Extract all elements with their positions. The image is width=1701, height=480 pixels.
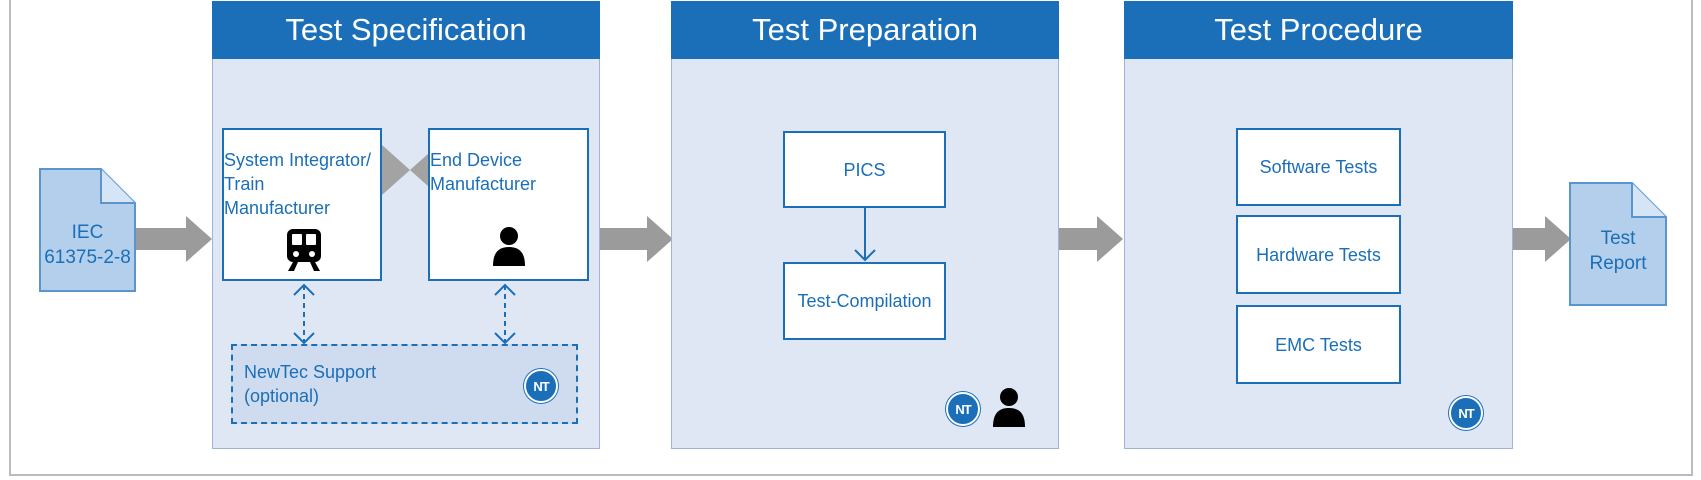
pics-to-compilation-arrow xyxy=(854,208,876,262)
arrow-input-to-spec xyxy=(136,216,212,262)
support-links xyxy=(293,283,516,345)
iec-standard-document: IEC 61375-2-8 xyxy=(39,168,136,292)
newtec-logo-icon: NT xyxy=(524,369,558,403)
emc-tests-box: EMC Tests xyxy=(1236,305,1401,384)
arrow-spec-to-prep xyxy=(599,216,673,262)
integrator-line3: Manufacturer xyxy=(224,198,331,218)
doc-label-line2: Report xyxy=(1589,253,1647,274)
panel-title: Test Preparation xyxy=(671,1,1059,59)
support-line2: (optional) xyxy=(244,386,320,406)
software-tests-box: Software Tests xyxy=(1236,128,1401,206)
pics-box: PICS xyxy=(783,131,946,208)
diagram-frame xyxy=(9,0,1693,476)
document-icon xyxy=(1569,182,1667,306)
person-icon xyxy=(993,388,1025,427)
newtec-support-box: NewTec Support (optional) xyxy=(231,344,578,424)
integrator-line1: System Integrator/ xyxy=(224,150,372,170)
end-device-line2: Manufacturer xyxy=(430,174,537,194)
end-device-line1: End Device xyxy=(430,150,523,170)
person-icon xyxy=(493,227,525,266)
panel-title: Test Procedure xyxy=(1124,1,1513,59)
hardware-tests-box: Hardware Tests xyxy=(1236,215,1401,294)
newtec-logo-icon: NT xyxy=(946,392,980,426)
system-integrator-box: System Integrator/ Train Manufacturer xyxy=(222,128,382,281)
support-line1: NewTec Support xyxy=(244,362,377,382)
test-report-document: Test Report xyxy=(1569,182,1667,306)
arrow-prep-to-proc xyxy=(1059,216,1123,262)
arrow-proc-to-report xyxy=(1513,216,1571,262)
collaboration-connector xyxy=(382,145,438,195)
doc-label-line1: Test xyxy=(1600,228,1636,249)
doc-label-line2: 61375-2-8 xyxy=(44,247,131,268)
doc-label-line1: IEC xyxy=(71,222,104,243)
end-device-manufacturer-box: End Device Manufacturer xyxy=(428,128,589,281)
integrator-line2: Train xyxy=(224,174,265,194)
panel-title: Test Specification xyxy=(212,1,600,59)
test-compilation-box: Test-Compilation xyxy=(783,262,946,340)
train-icon xyxy=(287,229,321,271)
document-icon xyxy=(39,168,136,292)
newtec-logo-icon: NT xyxy=(1449,396,1483,430)
